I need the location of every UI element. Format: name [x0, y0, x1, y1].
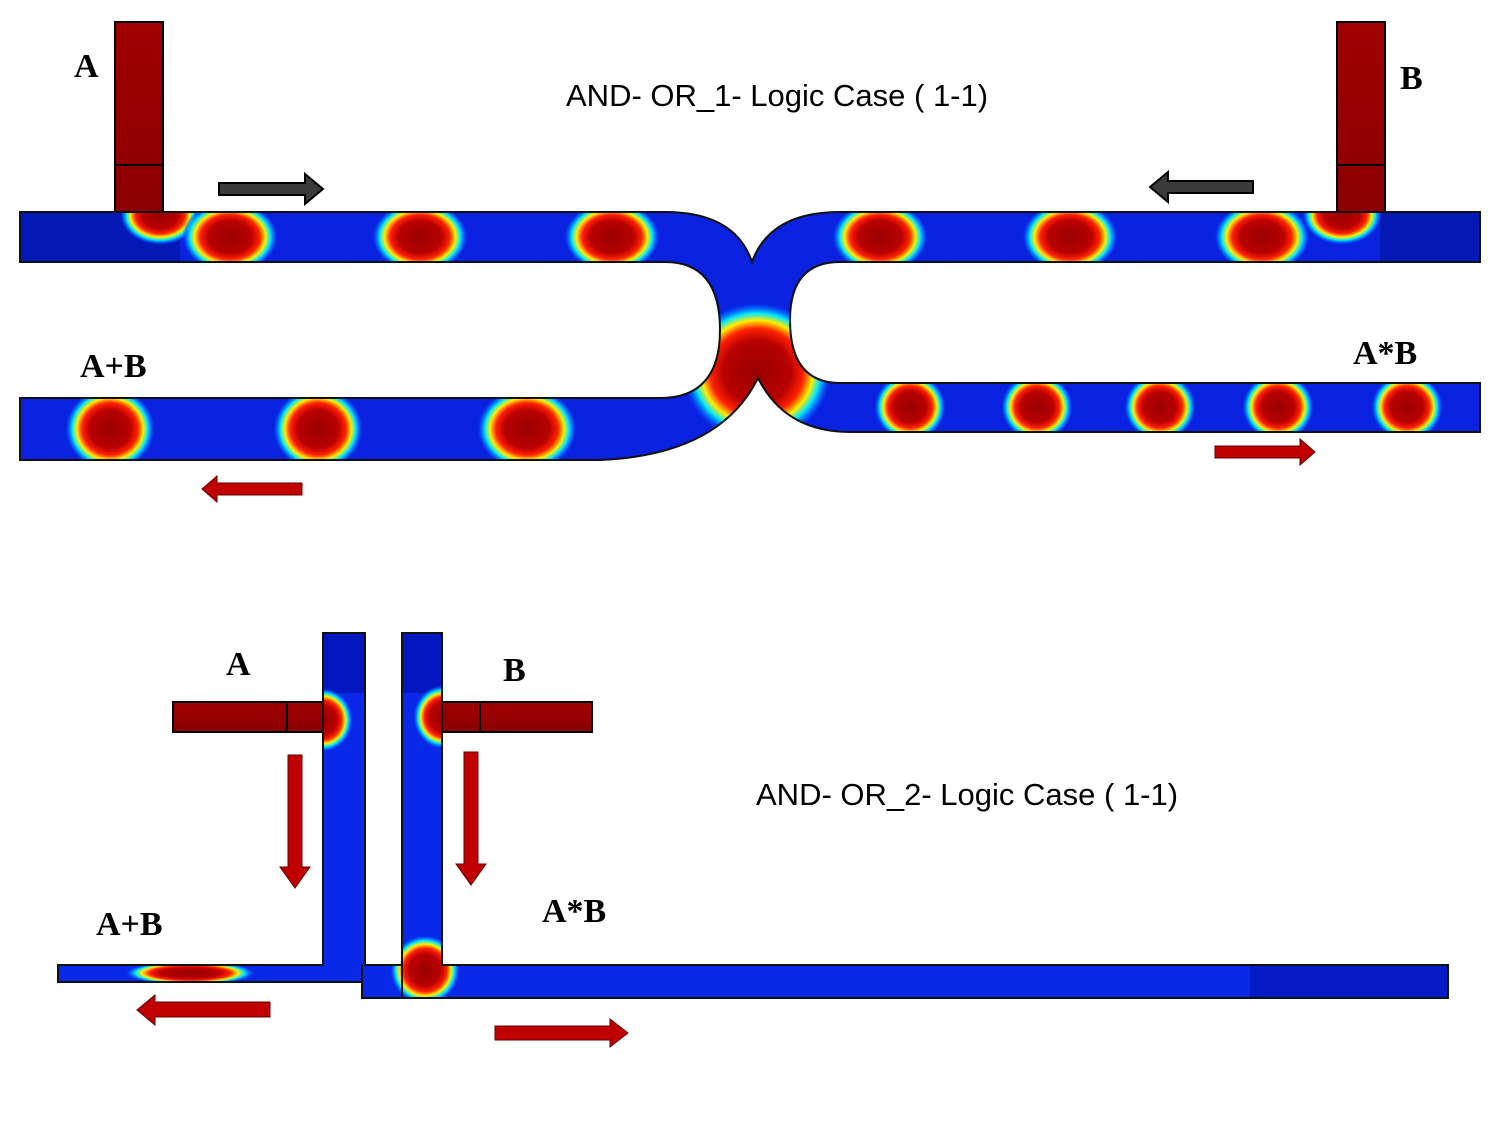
waveguide-structure-2 [57, 632, 1449, 999]
input-a-stub [172, 701, 324, 733]
arrow-left-icon [1148, 169, 1254, 205]
arrow-right-icon [494, 1017, 629, 1049]
input-b-label: B [503, 652, 526, 689]
arrow-down-icon [279, 754, 311, 889]
diagram-title: AND- OR_1- Logic Case ( 1-1) [566, 78, 989, 113]
input-b-stub [1336, 21, 1386, 218]
input-b-stub [441, 701, 593, 733]
or-output-label: A+B [80, 348, 147, 385]
input-a-stub [114, 21, 164, 218]
diagram-title: AND- OR_2- Logic Case ( 1-1) [756, 777, 1179, 812]
arrow-down-icon [455, 751, 487, 886]
input-b-label: B [1400, 60, 1423, 97]
input-a-label: A [226, 646, 251, 683]
and-output-label: A*B [1353, 335, 1418, 372]
arrow-left-icon [201, 474, 303, 504]
arrow-right-icon [1214, 437, 1316, 467]
and-output-label: A*B [542, 893, 607, 930]
arrow-left-icon [136, 993, 271, 1027]
input-a-label: A [74, 48, 99, 85]
or-output-label: A+B [96, 906, 163, 943]
arrow-right-icon [218, 171, 325, 207]
